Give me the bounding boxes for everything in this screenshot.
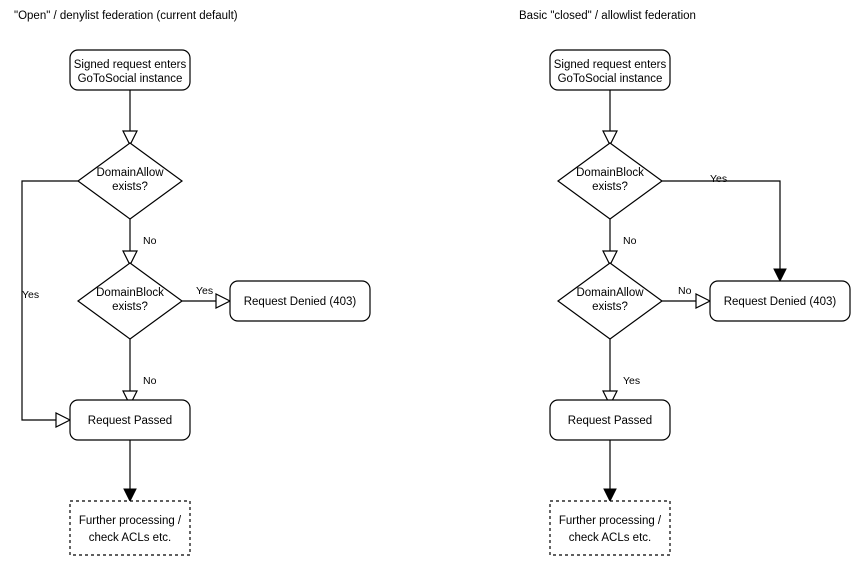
node-request-passed-right-label: Request Passed (568, 415, 652, 427)
node-entry-right-line1: Signed request enters (554, 59, 667, 71)
node-domainblock-left-line1: DomainBlock (96, 287, 164, 299)
arrowhead-open-icon (602, 130, 618, 147)
edge-label-block-yes-left: Yes (196, 285, 213, 297)
node-further-processing-left-line2: check ACLs etc. (89, 532, 171, 544)
edge-allow-yes-to-passed-left: Yes (21, 180, 78, 428)
node-further-processing-left[interactable]: Further processing / check ACLs etc. (69, 500, 191, 556)
panel-open-denylist: "Open" / denylist federation (current de… (14, 10, 371, 556)
edge-passed-to-further-left (123, 440, 137, 503)
arrowhead-solid-icon (123, 488, 137, 503)
edge-label-block-no-left: No (143, 375, 157, 387)
node-further-processing-right-shape (549, 500, 671, 556)
node-further-processing-right-line2: check ACLs etc. (569, 532, 651, 544)
node-further-processing-left-line1: Further processing / (79, 515, 182, 527)
node-request-denied-left-label: Request Denied (403) (244, 296, 357, 308)
panel-title-right: Basic "closed" / allowlist federation (519, 10, 696, 22)
edge-entry-to-allow-left (122, 90, 138, 147)
node-request-denied-left-shape (229, 280, 371, 322)
edge-label-allow-yes-right: Yes (623, 375, 640, 387)
node-domainallow-right-line1: DomainAllow (576, 287, 644, 299)
node-entry-left-line2: GoToSocial instance (78, 73, 183, 85)
node-domainblock-right[interactable]: DomainBlock exists? (556, 142, 664, 220)
edge-label-allow-no-right: No (678, 285, 692, 297)
edge-allow-yes-to-passed-right: Yes (602, 339, 640, 407)
node-further-processing-left-shape (69, 500, 191, 556)
edge-label-block-yes-right: Yes (710, 173, 727, 185)
node-request-denied-right-label: Request Denied (403) (724, 296, 837, 308)
arrowhead-open-icon (215, 293, 232, 309)
node-request-passed-left[interactable]: Request Passed (69, 399, 191, 441)
node-entry-right-line2: GoToSocial instance (558, 73, 663, 85)
arrowhead-open-icon (602, 250, 618, 267)
node-domainblock-right-line1: DomainBlock (576, 167, 644, 179)
edge-label-block-no-right: No (623, 235, 637, 247)
node-domainblock-left[interactable]: DomainBlock exists? (76, 262, 184, 340)
arrowhead-open-icon (122, 390, 138, 407)
edge-label-allow-yes-left: Yes (22, 289, 39, 301)
edge-block-yes-to-denied-right: Yes (662, 173, 787, 283)
edge-block-no-to-allow-right: No (602, 219, 637, 267)
node-domainallow-right-line2: exists? (592, 301, 628, 313)
arrowhead-open-icon (695, 293, 712, 309)
node-domainblock-right-line2: exists? (592, 181, 628, 193)
node-request-denied-left[interactable]: Request Denied (403) (229, 280, 371, 322)
node-request-passed-left-label: Request Passed (88, 415, 172, 427)
node-further-processing-right[interactable]: Further processing / check ACLs etc. (549, 500, 671, 556)
arrowhead-solid-icon (773, 268, 787, 283)
node-entry-left-line1: Signed request enters (74, 59, 187, 71)
arrowhead-open-icon (122, 250, 138, 267)
edge-block-no-to-passed-left: No (122, 339, 157, 407)
node-domainallow-left-line1: DomainAllow (96, 167, 164, 179)
arrowhead-open-icon (122, 130, 138, 147)
edge-label-allow-no-left: No (143, 235, 157, 247)
panel-closed-allowlist: Basic "closed" / allowlist federation Si… (519, 10, 851, 556)
node-entry-right[interactable]: Signed request enters GoToSocial instanc… (549, 49, 671, 91)
node-further-processing-right-line1: Further processing / (559, 515, 662, 527)
arrowhead-open-icon (55, 412, 72, 428)
node-request-denied-right[interactable]: Request Denied (403) (709, 280, 851, 322)
edge-allow-no-to-denied-right: No (662, 285, 712, 309)
edge-entry-to-block-right (602, 90, 618, 147)
edge-block-yes-to-denied-left: Yes (182, 285, 232, 309)
panel-title-left: "Open" / denylist federation (current de… (14, 10, 238, 22)
node-domainblock-left-line2: exists? (112, 301, 148, 313)
node-domainallow-right[interactable]: DomainAllow exists? (556, 262, 664, 340)
edge-passed-to-further-right (603, 440, 617, 503)
node-entry-left[interactable]: Signed request enters GoToSocial instanc… (69, 49, 191, 91)
node-request-denied-right-shape (709, 280, 851, 322)
node-domainallow-left-line2: exists? (112, 181, 148, 193)
node-domainallow-left[interactable]: DomainAllow exists? (76, 142, 184, 220)
arrowhead-solid-icon (603, 488, 617, 503)
arrowhead-open-icon (602, 390, 618, 407)
node-request-passed-right[interactable]: Request Passed (549, 399, 671, 441)
edge-allow-no-to-block-left: No (122, 219, 157, 267)
